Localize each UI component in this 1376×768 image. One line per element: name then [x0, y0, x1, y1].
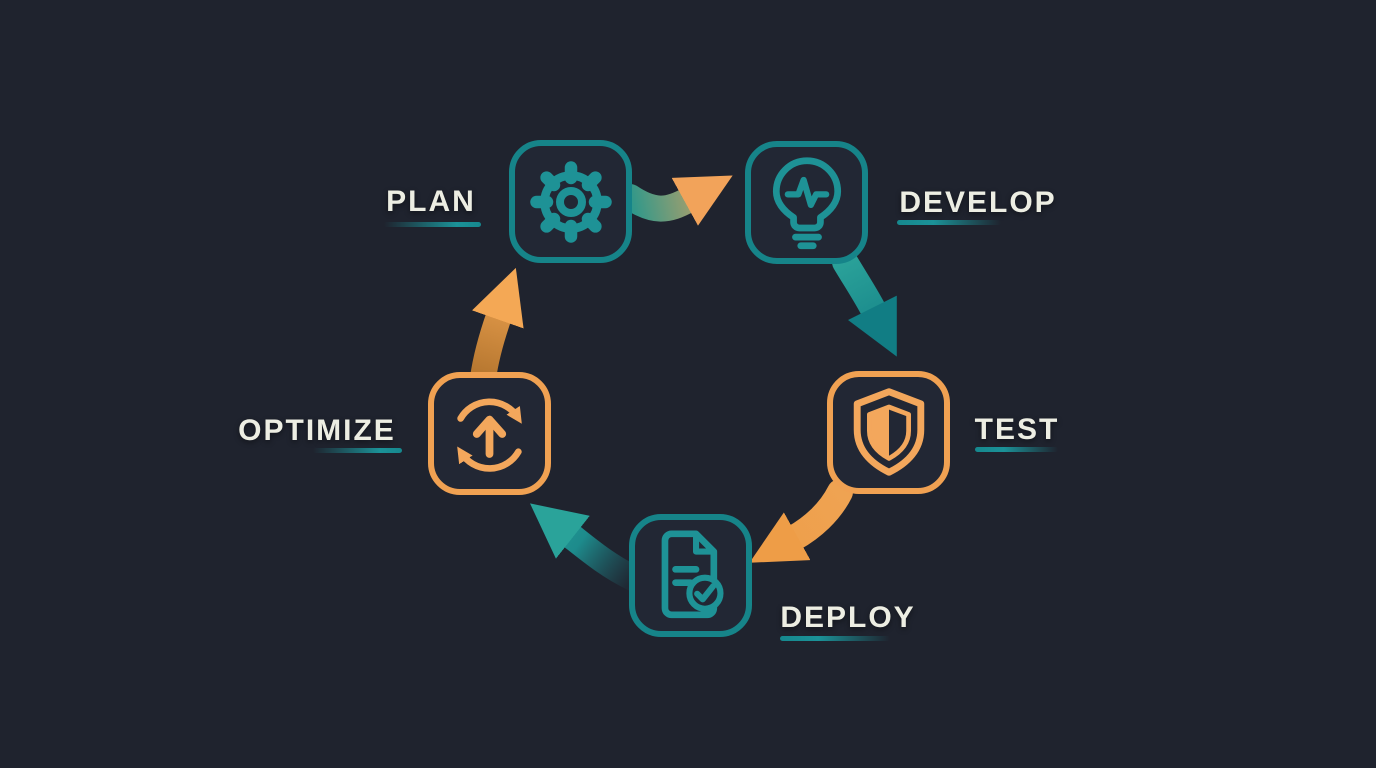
document-check-icon [661, 529, 724, 618]
node-test [827, 371, 950, 494]
underline-develop [897, 220, 1001, 225]
label-optimize: OPTIMIZE [238, 414, 396, 447]
underline-optimize [313, 448, 402, 453]
node-develop [745, 141, 868, 264]
underline-plan [384, 222, 481, 227]
arrow-develop-to-test [832, 249, 897, 357]
node-optimize [428, 372, 551, 495]
arrow-optimize-to-plan [470, 267, 524, 391]
arrow-deploy-to-optimize [530, 503, 646, 591]
node-plan [509, 140, 632, 263]
lightbulb-pulse-icon [772, 156, 841, 249]
label-deploy: DEPLOY [780, 601, 916, 634]
arrow-test-to-deploy [749, 479, 853, 563]
sync-up-arrow-icon [457, 397, 522, 472]
underline-test [975, 447, 1058, 452]
label-test: TEST [974, 413, 1060, 446]
label-plan: PLAN [386, 185, 476, 218]
gear-icon [529, 160, 612, 243]
node-deploy [629, 514, 752, 637]
underline-deploy [780, 636, 890, 641]
arrow-plan-to-develop [617, 175, 733, 226]
shield-icon [853, 387, 924, 476]
label-develop: DEVELOP [899, 186, 1057, 219]
